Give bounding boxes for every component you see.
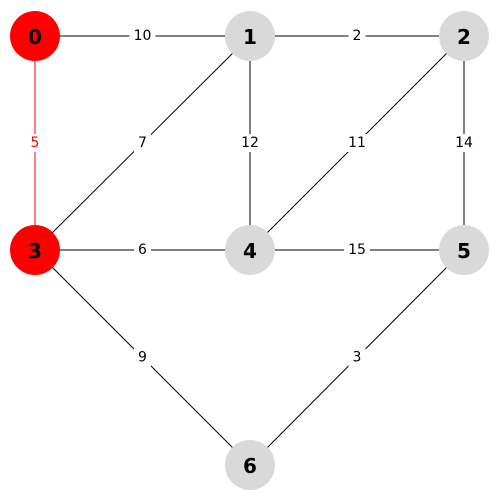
- edge-1-2: 2: [250, 27, 464, 45]
- node-5: 5: [439, 225, 489, 275]
- edge-label-background: [26, 134, 44, 152]
- node-circle: [225, 225, 275, 275]
- node-4: 4: [225, 225, 275, 275]
- node-circle: [225, 440, 275, 490]
- edge-5-6: 3: [249, 249, 465, 466]
- edge-weight-label: 6: [138, 242, 147, 258]
- edge-label-background: [129, 27, 156, 45]
- edge-weight-label: 10: [134, 28, 152, 44]
- edge-weight-label: 9: [138, 350, 147, 366]
- edge-label-background: [134, 134, 151, 152]
- node-label: 0: [28, 25, 42, 49]
- edge-0-3: 5: [26, 36, 44, 250]
- node-label: 6: [243, 454, 257, 478]
- node-circle: [439, 225, 489, 275]
- edge-2-5: 14: [451, 36, 477, 250]
- node-label: 1: [243, 25, 257, 49]
- node-label: 4: [243, 239, 257, 263]
- node-0: 0: [10, 11, 60, 61]
- edge-weight-label: 11: [348, 135, 366, 151]
- edge-weight-label: 2: [353, 28, 362, 44]
- edge-weight-label: 7: [138, 135, 147, 151]
- node-2: 2: [439, 11, 489, 61]
- node-label: 5: [457, 239, 471, 263]
- edge-4-5: 15: [250, 241, 464, 259]
- edge-label-background: [344, 134, 370, 152]
- edge-label-background: [134, 241, 151, 259]
- edge-1-3: 7: [34, 35, 251, 251]
- node-circle: [225, 11, 275, 61]
- edge-0-1: 10: [35, 27, 250, 45]
- edge-3-4: 6: [35, 241, 250, 259]
- edge-label-background: [451, 134, 477, 152]
- edge-label-background: [348, 348, 366, 367]
- edge-label-background: [348, 27, 366, 45]
- edge-label-background: [237, 134, 263, 152]
- node-label: 2: [457, 25, 471, 49]
- edge-1-4: 12: [237, 36, 263, 250]
- edge-weight-label: 5: [31, 135, 40, 151]
- node-1: 1: [225, 11, 275, 61]
- edge-weight-label: 3: [353, 350, 362, 366]
- edge-weight-label: 15: [348, 242, 366, 258]
- edge-weight-label: 12: [241, 135, 259, 151]
- edge-weight-label: 14: [455, 135, 473, 151]
- node-3: 3: [10, 225, 60, 275]
- edge-label-background: [344, 241, 370, 259]
- node-circle: [10, 225, 60, 275]
- node-circle: [10, 11, 60, 61]
- edge-2-4: 11: [249, 35, 465, 251]
- node-circle: [439, 11, 489, 61]
- node-6: 6: [225, 440, 275, 490]
- edge-label-background: [134, 348, 151, 367]
- node-label: 3: [28, 239, 42, 263]
- edge-3-6: 9: [34, 249, 251, 466]
